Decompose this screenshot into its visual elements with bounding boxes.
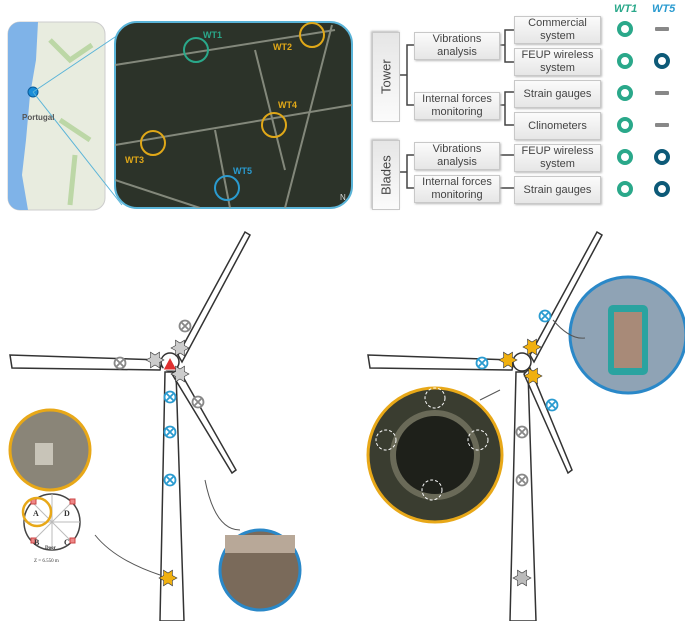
accelerometer-icon <box>163 390 177 404</box>
group-tower: Tower <box>372 32 400 122</box>
strain-gauge-icon <box>145 351 165 369</box>
col-wt1: WT1 <box>614 3 638 15</box>
wt5-present-icon <box>654 181 670 197</box>
group-blades: Blades <box>372 140 400 210</box>
wt1-marker <box>183 37 209 63</box>
point-b-label: B <box>34 538 40 547</box>
subgroup: Vibrations analysis <box>414 142 500 170</box>
wt3-label: WT3 <box>125 155 144 165</box>
wt5-present-icon <box>654 53 670 69</box>
wt5-label: WT5 <box>233 166 252 176</box>
subgroup: Internal forces monitoring <box>414 175 500 203</box>
satellite-image <box>114 21 353 209</box>
sensor-icon <box>515 425 529 439</box>
strain-gauge-icon <box>170 365 190 383</box>
elevation-label: Z = 6.550 m <box>34 559 59 564</box>
wt1-present-icon <box>617 53 633 69</box>
system: Clinometers <box>514 112 601 140</box>
wt1-present-icon <box>617 117 633 133</box>
system: FEUP wireless system <box>514 144 601 172</box>
tree-connectors <box>400 29 514 189</box>
point-c-label: C <box>64 538 70 547</box>
system: Strain gauges <box>514 80 601 108</box>
callout-arrows <box>94 319 586 576</box>
wt1-present-icon <box>617 149 633 165</box>
sensor-icon <box>178 319 192 333</box>
north-label: N <box>340 193 346 202</box>
wt1-present-icon <box>617 21 633 37</box>
system: Commercial system <box>514 16 601 44</box>
subgroup: Vibrations analysis <box>414 32 500 60</box>
point-d-label: D <box>64 509 70 518</box>
system: Strain gauges <box>514 176 601 204</box>
wt2-marker <box>299 22 325 48</box>
accelerometer-icon <box>163 425 177 439</box>
sensor-icon <box>191 395 205 409</box>
strain-gauge-icon <box>170 339 190 357</box>
accelerometer-icon <box>475 356 489 370</box>
sensor-positions <box>375 387 489 501</box>
accelerometer-icon <box>538 309 552 323</box>
strain-gauge-icon <box>523 367 543 385</box>
subgroup: Internal forces monitoring <box>414 92 500 120</box>
photo-detail <box>390 410 480 500</box>
wt5-absent-icon <box>655 27 669 31</box>
col-wt5: WT5 <box>652 3 676 15</box>
system: FEUP wireless system <box>514 48 601 76</box>
warning-triangle-icon <box>162 355 178 371</box>
wt2-label: WT2 <box>273 42 292 52</box>
accelerometer-icon <box>545 398 559 412</box>
country-label: Portugal <box>22 113 54 122</box>
sensor-icon <box>515 473 529 487</box>
photo-detail <box>225 535 295 553</box>
wt5-absent-icon <box>655 123 669 127</box>
wt1-present-icon <box>617 181 633 197</box>
strain-gauge-icon <box>158 569 178 587</box>
photo-detail <box>35 443 53 465</box>
wt1-present-icon <box>617 85 633 101</box>
strain-gauge-icon <box>522 338 542 356</box>
portugal-map <box>7 21 123 211</box>
site-markers <box>140 22 325 201</box>
photo-detail <box>614 312 642 368</box>
tower-section-diagram <box>21 493 81 551</box>
wt4-label: WT4 <box>278 100 297 110</box>
wt1-label: WT1 <box>203 30 222 40</box>
strain-gauge-icon <box>512 569 532 587</box>
wt5-marker <box>214 175 240 201</box>
wt5-absent-icon <box>655 91 669 95</box>
wt3-marker <box>140 130 166 156</box>
point-a-label: A <box>33 509 39 518</box>
accelerometer-icon <box>163 473 177 487</box>
wt5-present-icon <box>654 149 670 165</box>
door-label: Door <box>45 546 57 551</box>
wt4-marker <box>261 112 287 138</box>
sensor-icon <box>113 356 127 370</box>
strain-gauge-icon <box>498 351 518 369</box>
